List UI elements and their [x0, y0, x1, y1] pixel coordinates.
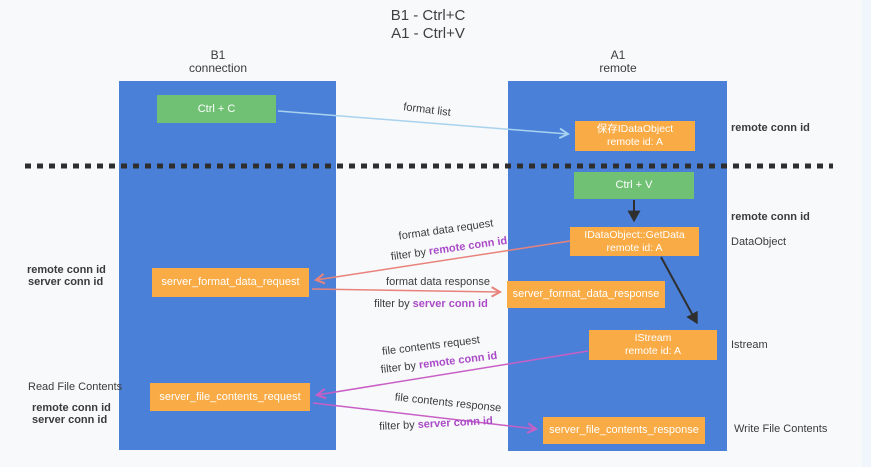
node-ctrl-c: Ctrl + C: [157, 95, 276, 123]
side-label-dataobject: DataObject: [731, 236, 787, 248]
node-istream: IStream remote id: A: [589, 330, 717, 360]
side-label-server-conn-id-left-2: server conn id: [32, 414, 108, 426]
lane-header-b1: B1 connection: [189, 49, 247, 75]
edge-label-format-data-response: format data response: [386, 276, 490, 288]
side-label-remote-conn-id-left-1: remote conn id: [27, 264, 106, 276]
remote-conn-id-text: remote conn id: [418, 349, 498, 372]
edge-label-file-contents-response: file contents response: [394, 391, 502, 415]
diagram-title: B1 - Ctrl+C A1 - Ctrl+V: [391, 7, 466, 43]
title-line-1: B1 - Ctrl+C: [390, 7, 466, 24]
filter-by-text: filter by: [374, 298, 410, 310]
node-ctrl-v: Ctrl + V: [574, 172, 694, 199]
node-ctrl-v-label: Ctrl + V: [615, 179, 653, 191]
side-label-remote-conn-id-left-2: remote conn id: [32, 402, 111, 414]
filter-by-text: filter by: [380, 359, 417, 377]
node-save-idataobject: 保存IDataObject remote id: A: [575, 121, 695, 151]
lane-header-a1-name: A1: [610, 48, 626, 62]
arrow-format-data-response: [311, 286, 503, 298]
node-save-idataobject-line2: remote id: A: [606, 136, 664, 148]
filter-by-text: filter by: [378, 419, 415, 433]
side-label-read-file-contents: Read File Contents: [28, 381, 123, 393]
node-ctrl-c-label: Ctrl + C: [197, 102, 236, 115]
server-conn-id-text: server conn id: [417, 415, 494, 431]
node-idataobject-getdata-line1: IDataObject::GetData: [584, 228, 685, 241]
side-label-remote-conn-id-mid: remote conn id: [731, 211, 810, 223]
node-server-file-contents-request-label: server_file_contents_request: [159, 390, 301, 403]
node-idataobject-getdata-line2: remote id: A: [606, 241, 663, 254]
filter-by-text: filter by: [390, 246, 427, 264]
node-istream-line2: remote id: A: [624, 345, 682, 357]
lane-header-a1-role: remote: [599, 61, 637, 75]
side-label-istream: Istream: [731, 339, 768, 351]
node-server-format-data-request: server_format_data_request: [152, 268, 309, 297]
node-istream-line1: IStream: [634, 332, 672, 344]
lane-header-b1-name: B1: [210, 48, 226, 62]
server-conn-id-text: server conn id: [412, 298, 488, 310]
node-save-idataobject-line1: 保存IDataObject: [596, 123, 674, 135]
remote-conn-id-text: remote conn id: [428, 234, 508, 258]
side-label-server-conn-id-left-1: server conn id: [28, 276, 104, 288]
node-server-format-data-response: server_format_data_response: [507, 281, 665, 308]
node-idataobject-getdata: IDataObject::GetData remote id: A: [570, 227, 699, 256]
window-edge-strip: [862, 0, 871, 467]
node-server-file-contents-request: server_file_contents_request: [150, 383, 310, 411]
lane-header-a1: A1 remote: [599, 49, 636, 75]
node-server-file-contents-response: server_file_contents_response: [543, 417, 705, 444]
node-server-format-data-request-label: server_format_data_request: [161, 276, 300, 288]
node-server-format-data-response-label: server_format_data_response: [512, 288, 660, 300]
side-label-write-file-contents: Write File Contents: [734, 423, 828, 435]
side-label-remote-conn-id-top: remote conn id: [731, 122, 810, 134]
node-server-file-contents-response-label: server_file_contents_response: [549, 424, 699, 436]
title-line-2: A1 - Ctrl+V: [391, 25, 465, 42]
edge-label-format-list: format list: [402, 101, 452, 119]
lane-header-b1-role: connection: [188, 61, 248, 75]
